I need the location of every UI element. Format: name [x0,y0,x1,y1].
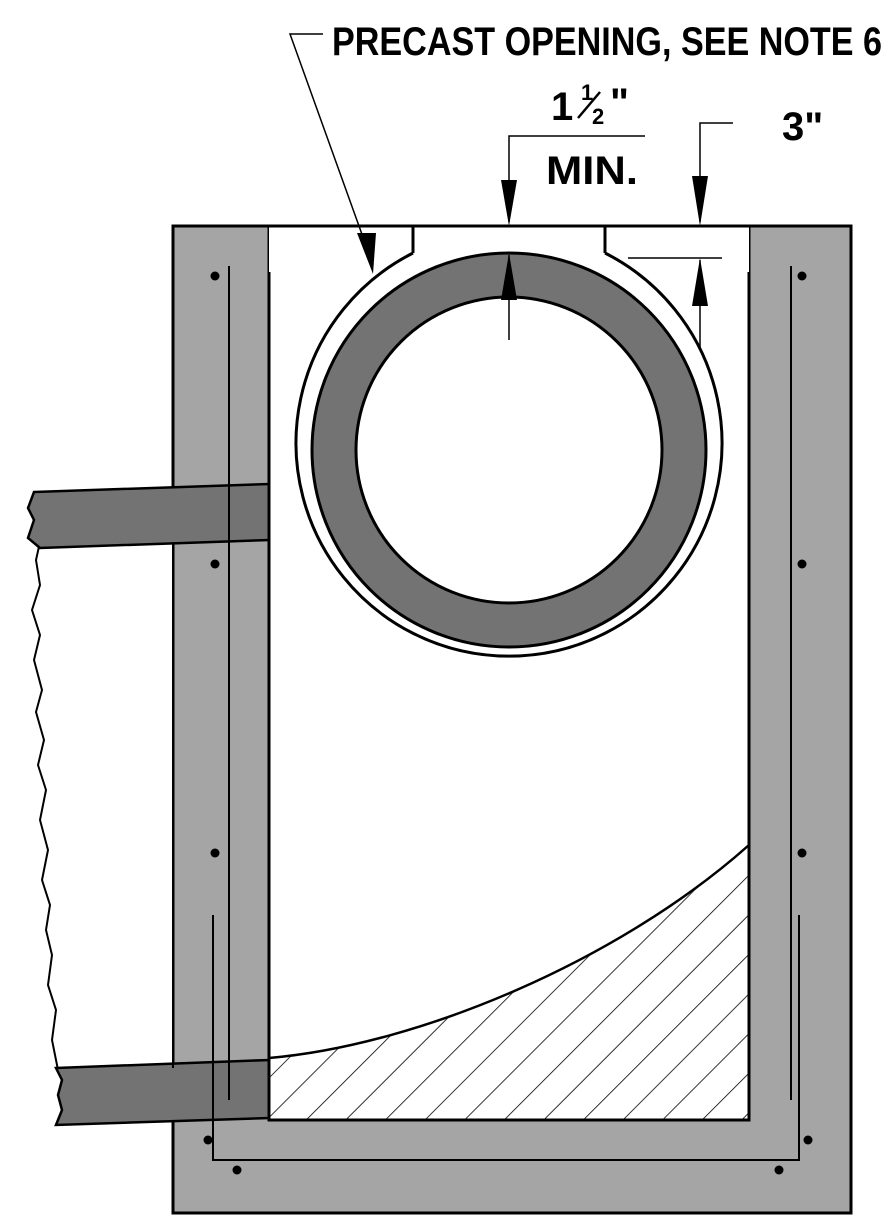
dim-fraction-bar [577,91,601,119]
dim-3in-leader-top [699,122,733,222]
dim-3in-label: 3" [782,105,823,149]
dim-min-label: 1 1 2 " MIN. [546,80,638,193]
rebar-dots [203,271,813,1175]
top-slab-lips [269,226,749,272]
dim-3in-bottom-arrow [692,258,708,306]
rebar-inner-left-l [212,915,500,1161]
top-slab-right-lip [605,226,749,272]
dim-min-bottom-arrow [501,253,517,300]
side-pipe-body [30,541,174,1072]
top-slab-left-lip [269,226,413,272]
reinforcement [212,266,800,1161]
side-pipe-top-wall [26,482,271,550]
top-slab-outline [269,224,749,253]
dim-3in-top-arrow [692,176,708,226]
precast-opening-arrow [357,233,376,274]
rebar-inner-right-l [500,915,800,1161]
dim-whole: 1 [551,85,573,129]
side-pipe [26,482,271,1127]
dim-min-text: MIN. [546,149,638,193]
dimension-arrows [357,176,708,306]
dim-denominator: 2 [592,104,604,129]
hatched-invert-fill [269,843,749,1120]
dim-inch-mark: " [610,81,629,125]
main-pipe-bore [354,295,664,605]
dim-numerator: 1 [581,80,593,105]
dim-min-top-arrow [501,180,517,226]
precast-opening-leader [288,33,374,266]
precast-opening-label: PRECAST OPENING, SEE NOTE 6 [332,20,882,64]
side-pipe-bottom-wall [54,1058,271,1127]
